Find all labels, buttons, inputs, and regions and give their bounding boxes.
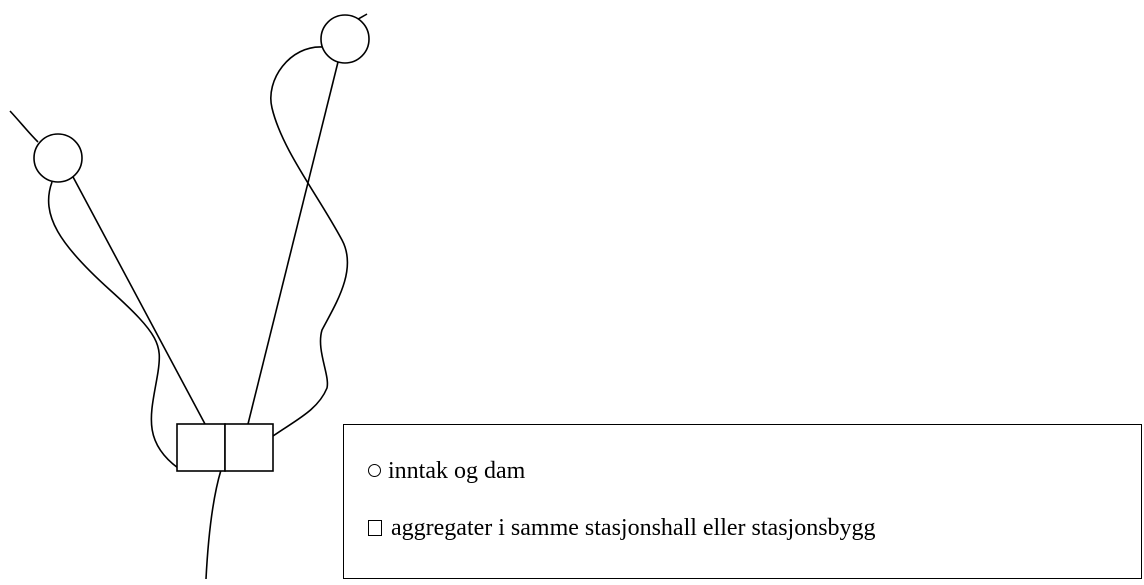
legend-row-station: aggregater i samme stasjonshall eller st… (368, 514, 876, 542)
river-upstream-left (9, 110, 39, 143)
river-left (47, 181, 179, 469)
legend-box: inntak og dam aggregater i samme stasjon… (343, 424, 1142, 579)
river-outlet (205, 469, 222, 580)
tunnel-right (247, 61, 339, 425)
legend-intake-label: inntak og dam (388, 458, 526, 484)
tunnel-left (71, 174, 206, 425)
river-right (270, 46, 349, 437)
intake-right-circle (320, 14, 370, 64)
intake-left-circle (33, 133, 83, 183)
legend-station-label: aggregater i samme stasjonshall eller st… (391, 515, 876, 541)
station-unit-right (224, 423, 274, 472)
station-unit-left (176, 423, 226, 472)
legend-row-intake: inntak og dam (368, 457, 525, 485)
circle-icon (368, 464, 381, 477)
square-icon (368, 520, 382, 536)
